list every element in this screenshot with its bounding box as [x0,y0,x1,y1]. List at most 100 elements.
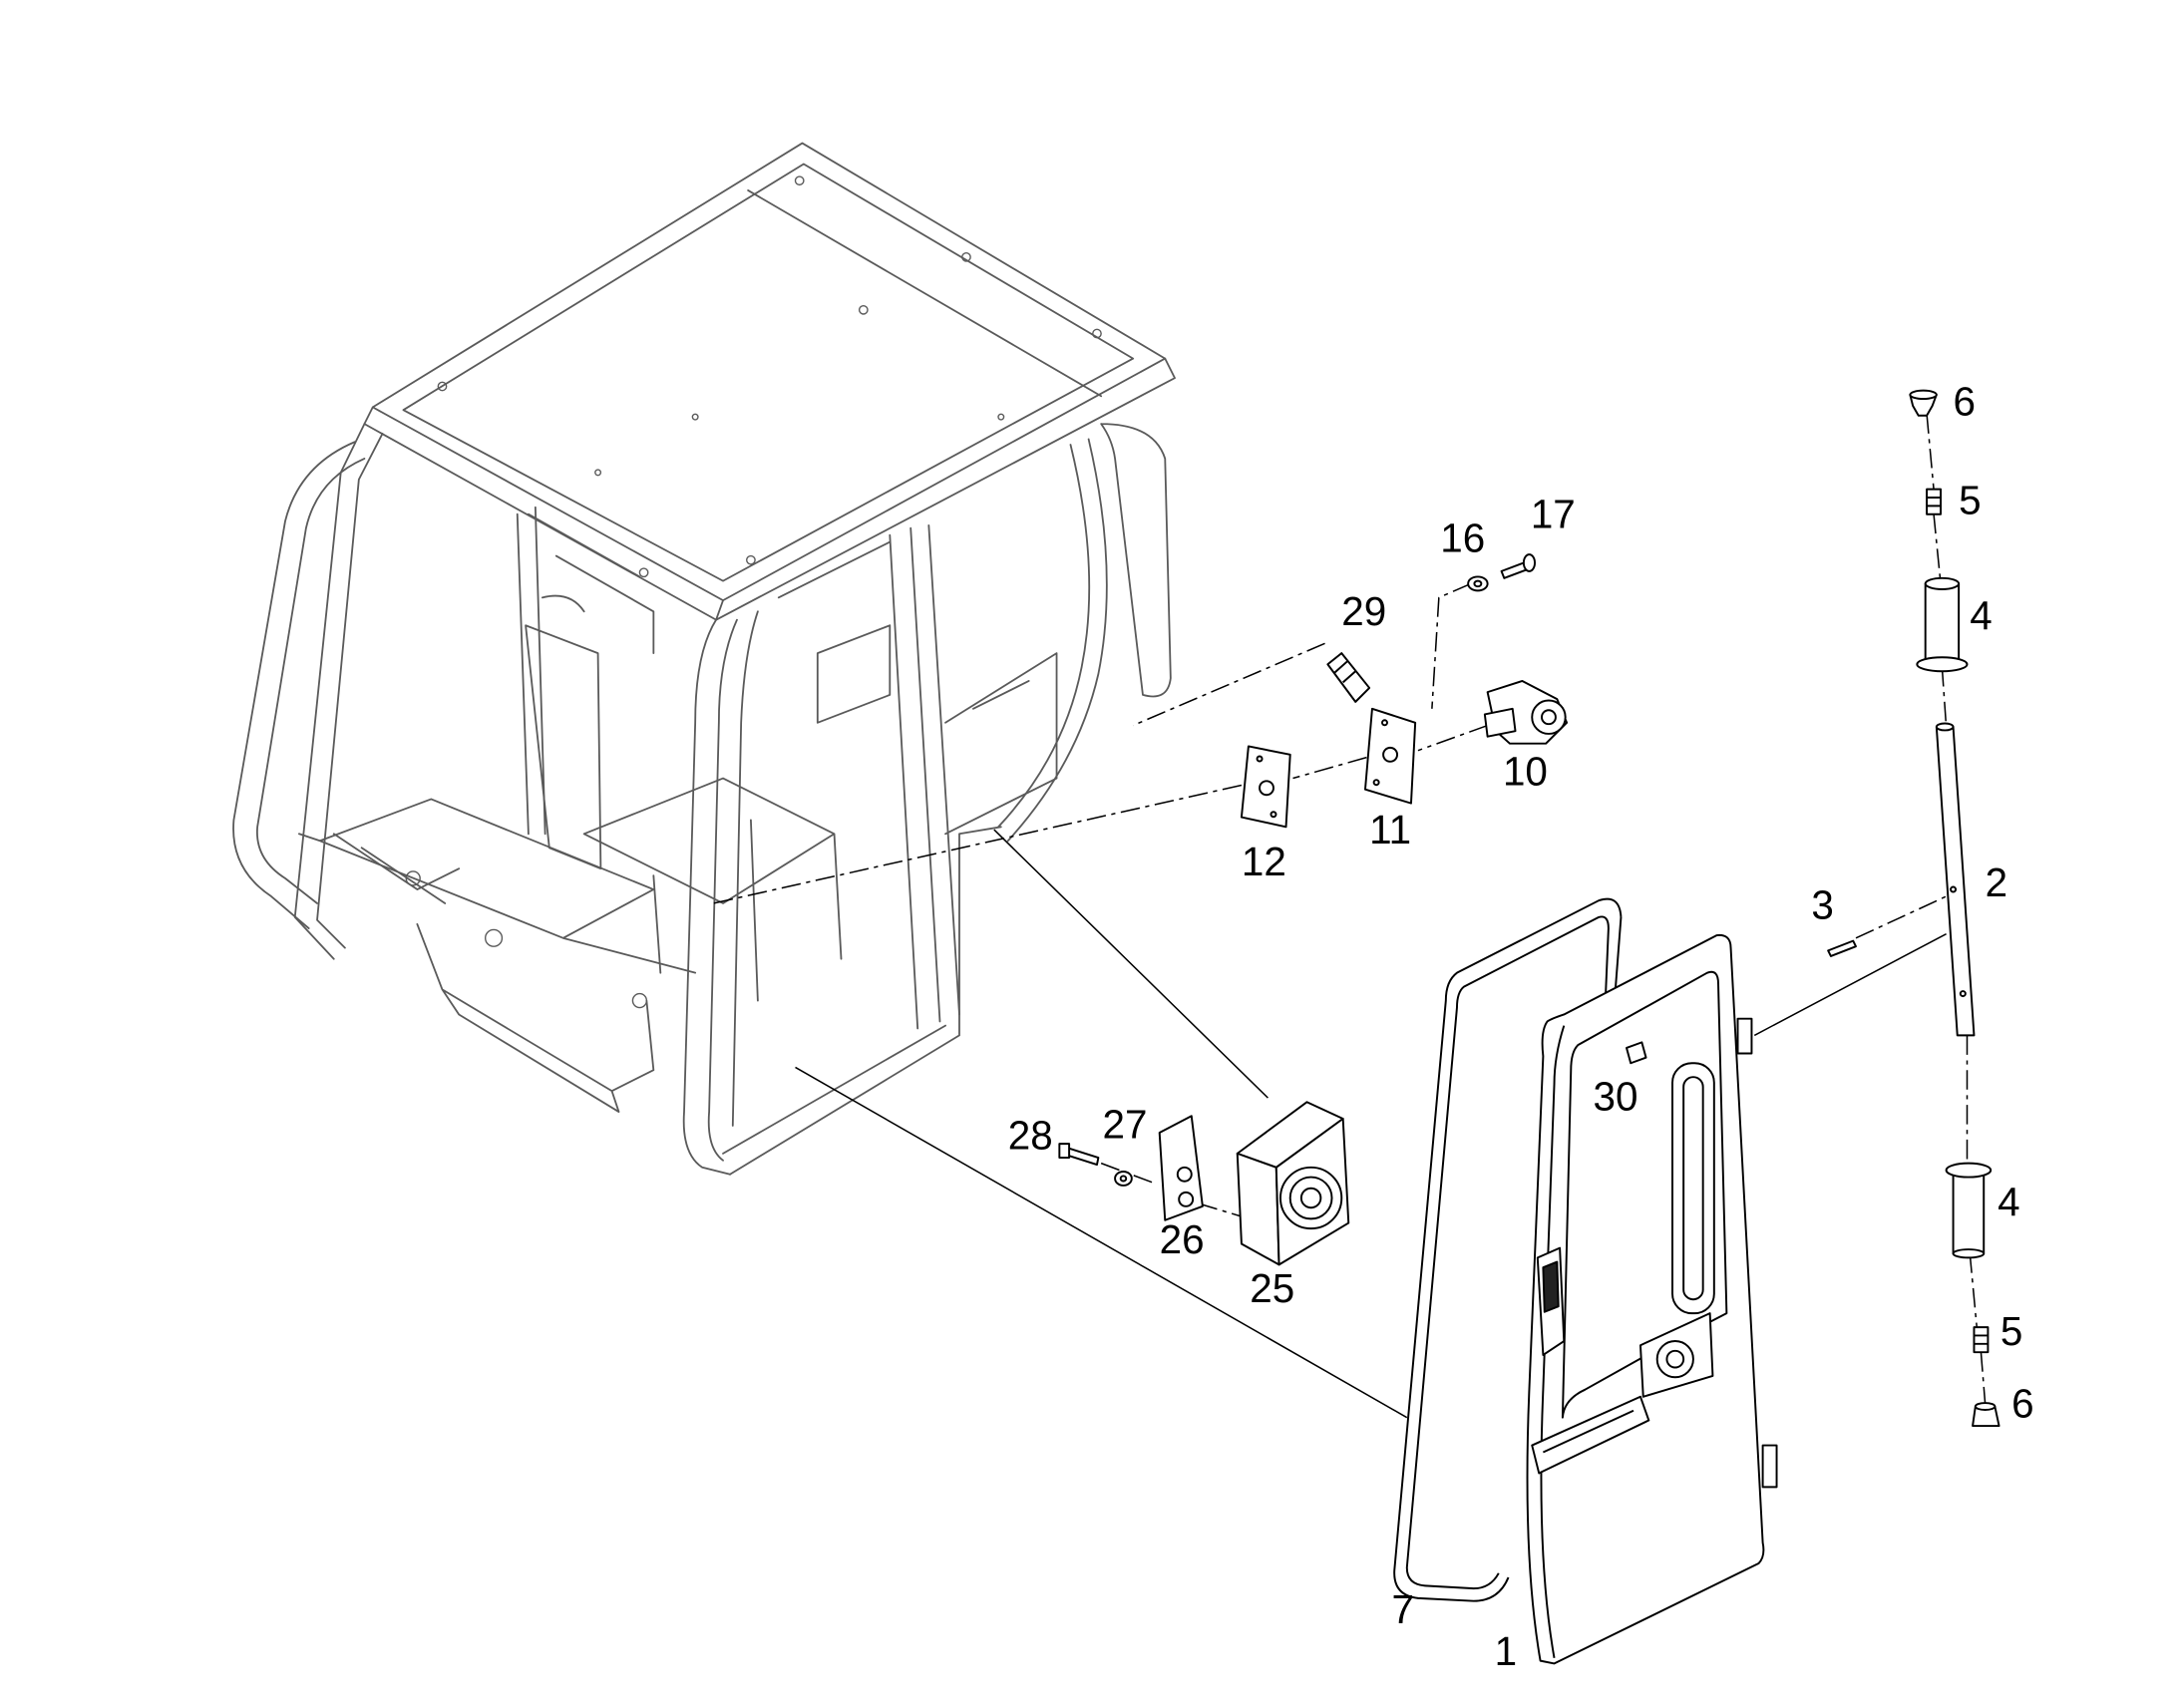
callout-label: 12 [1242,839,1286,884]
door-seal-outer [1393,897,1623,1602]
callout-label: 16 [1440,514,1485,560]
callout-label: 28 [1008,1113,1053,1159]
roof-bolt [638,567,649,578]
small-parts-right [1626,939,1857,1065]
callout-label: 4 [1998,1180,2019,1225]
grease-fitting-upper [1926,488,1942,515]
plate-12-hole [1259,780,1274,797]
screw-17-head [1522,553,1536,572]
callout-labels: 6 5 4 2 3 30 4 5 6 16 17 29 10 11 12 28 … [1008,379,2034,1674]
cab-floor-port [405,870,421,886]
cap-lower-top [1974,1402,1997,1412]
leader-line [795,1066,1408,1419]
cab-door-frame [997,438,1108,843]
callout-label: 30 [1594,1074,1638,1120]
roof-bolt [997,413,1005,421]
bushing-upper-top [1924,576,1961,590]
cab-left-bracket [332,833,461,904]
callout-label: 17 [1531,492,1576,537]
cab-console [944,652,1058,836]
roof-bolt [746,554,756,565]
door-latch-insert [1542,1260,1560,1313]
leader-line [993,829,1269,1099]
door-grab-handle-inner [1682,1076,1704,1301]
bushing-upper [1924,582,1961,663]
callout-label: 1 [1495,1628,1517,1674]
roof-bolt [1092,328,1102,339]
cab-interior-post [516,506,546,836]
washer-27-hole [1119,1175,1128,1183]
leader-lines [713,414,1987,1419]
cab-base-box [416,922,655,1113]
pin-29-rings [1333,660,1356,684]
cab-side-panel [1100,423,1172,698]
door-panel [1526,933,1778,1665]
center-line [1100,1162,1241,1217]
rotary-latch-10-shaft [1483,707,1517,738]
screw-28-head [1058,1143,1071,1160]
hinge-pin-hole [1950,885,1958,893]
plate-11-hole [1372,779,1380,787]
cab-seat-base [582,777,843,1002]
washer-16-hole [1473,579,1483,588]
cab-roof-seam [747,189,1103,398]
callout-label: 4 [1970,592,1992,638]
bushing-lower-bottom [1952,1248,1986,1259]
door-lock-cylinder-core [1665,1349,1685,1369]
screw-17 [1500,561,1528,579]
cap-upper-top [1909,389,1938,401]
roof-bolt [961,251,971,262]
plate-11-hole [1381,719,1388,727]
callout-label: 27 [1103,1102,1148,1148]
cab-rear-wall [527,512,892,654]
cab-rear-pillar [293,423,384,960]
lock-knob-center [1299,1187,1322,1209]
bushing-lower-flange [1945,1162,1993,1179]
rotary-latch-10-core [1541,709,1557,726]
callout-label: 25 [1250,1265,1294,1311]
center-line [713,784,1243,904]
roof-bolt [437,381,448,392]
leader-line [1753,932,1947,1037]
callout-label: 5 [1959,478,1981,523]
roof-bolt [858,304,869,315]
roof-bolt [594,469,602,477]
door-seal [1393,897,1623,1602]
callout-label: 3 [1811,881,1833,927]
callout-label: 10 [1503,749,1548,795]
plate-12-hole [1270,811,1277,819]
cab-interior-duct [525,594,602,870]
cab-floor [298,798,697,974]
cab-frame [232,142,1176,1176]
center-line [1292,756,1367,780]
roof-bolt [691,413,699,421]
hinge-pin-top [1935,722,1955,732]
cab-floor-port [484,928,504,947]
bushing-upper-flange [1916,656,1969,673]
cab-middle-pillar [889,523,960,1030]
center-line [1431,582,1472,709]
plate-11-hole [1382,746,1399,763]
lock-plate-hole [1176,1166,1193,1183]
door-lower-handle-recess [1542,1409,1635,1454]
roof-bolt [794,175,805,186]
grease-fitting-upper-thread [1927,497,1942,508]
door-seal-inner [1405,915,1610,1590]
cab-roof-bolts [437,175,1102,578]
grease-fitting-lower [1973,1326,1990,1354]
center-line [1855,895,1947,939]
cab-front-pillar [682,610,759,1176]
center-line [1966,1035,1987,1404]
callout-label: 7 [1391,1586,1413,1632]
callout-label: 2 [1986,859,2007,905]
cab-door-sill [722,826,1002,1176]
callout-label: 26 [1160,1216,1205,1262]
callout-label: 29 [1341,588,1386,634]
door-hinge-lower [1761,1444,1778,1489]
center-line [1926,414,1948,728]
cab-rear-panel [232,441,366,929]
callout-label: 6 [1954,379,1976,425]
callout-label: 5 [2000,1308,2022,1354]
door-lower-handle [1531,1395,1650,1475]
